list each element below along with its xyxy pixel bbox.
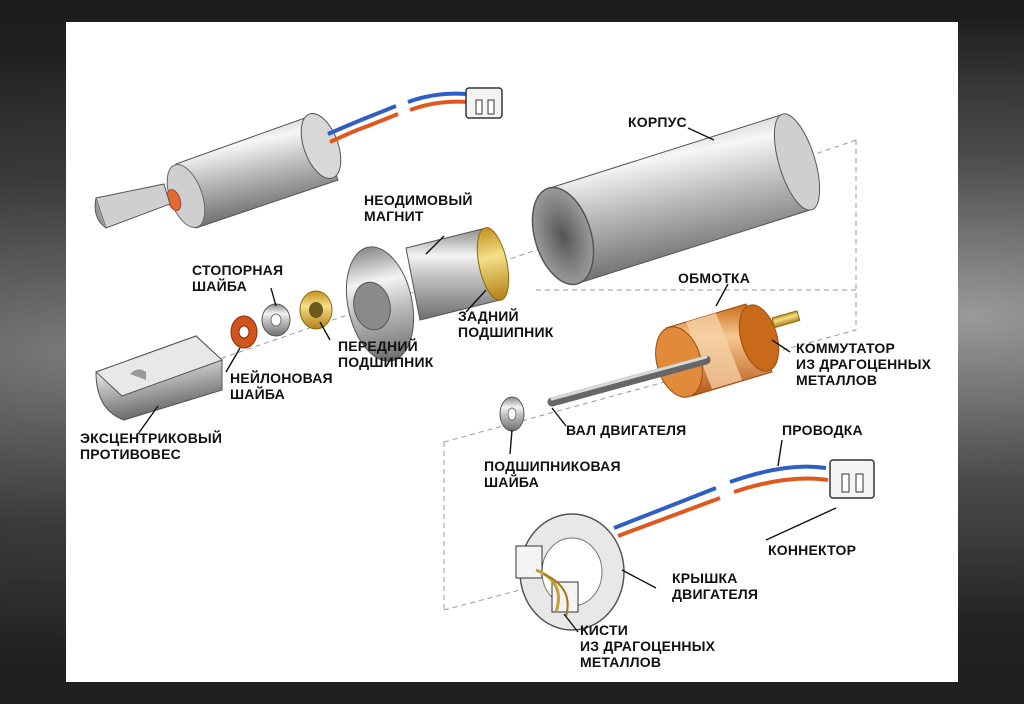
label-neodymium-magnet: НЕОДИМОВЫЙ МАГНИТ — [364, 192, 473, 224]
wiring — [613, 464, 829, 538]
front-bearing — [299, 290, 333, 330]
label-bearing-washer: ПОДШИПНИКОВАЯ ШАЙБА — [484, 458, 621, 490]
diagram-panel: КОРПУС НЕОДИМОВЫЙ МАГНИТ СТОПОРНАЯ ШАЙБА… — [66, 22, 958, 682]
label-wiring: ПРОВОДКА — [782, 422, 863, 438]
leader-lines — [137, 127, 837, 633]
label-motor-cap: КРЫШКА ДВИГАТЕЛЯ — [672, 570, 759, 602]
label-front-bearing: ПЕРЕДНИЙ ПОДШИПНИК — [338, 338, 434, 370]
label-connector: КОННЕКТОР — [768, 542, 857, 558]
label-stop-washer: СТОПОРНАЯ ШАЙБА — [192, 262, 284, 294]
label-commutator: КОММУТАТОР ИЗ ДРАГОЦЕННЫХ МЕТАЛЛОВ — [796, 340, 932, 388]
bearing-washer — [499, 396, 525, 432]
connector-part — [829, 459, 875, 499]
label-housing: КОРПУС — [628, 114, 687, 130]
motor-cap — [515, 513, 625, 631]
rotor-winding — [547, 303, 801, 407]
label-winding: ОБМОТКА — [678, 270, 751, 286]
label-rear-bearing: ЗАДНИЙ ПОДШИПНИК — [458, 308, 554, 340]
label-motor-shaft: ВАЛ ДВИГАТЕЛЯ — [566, 422, 687, 438]
assembled-motor — [94, 87, 503, 229]
label-brushes: КИСТИ ИЗ ДРАГОЦЕННЫХ МЕТАЛЛОВ — [580, 622, 716, 670]
nylon-washer — [230, 315, 258, 349]
exploded-motor-illustration — [94, 87, 875, 633]
motor-housing — [531, 113, 821, 286]
label-nylon-washer: НЕЙЛОНОВАЯ ШАЙБА — [230, 370, 333, 402]
stop-washer — [261, 303, 291, 337]
eccentric-counterweight — [95, 335, 223, 421]
label-eccentric-counterweight: ЭКСЦЕНТРИКОВЫЙ ПРОТИВОВЕС — [80, 430, 223, 462]
